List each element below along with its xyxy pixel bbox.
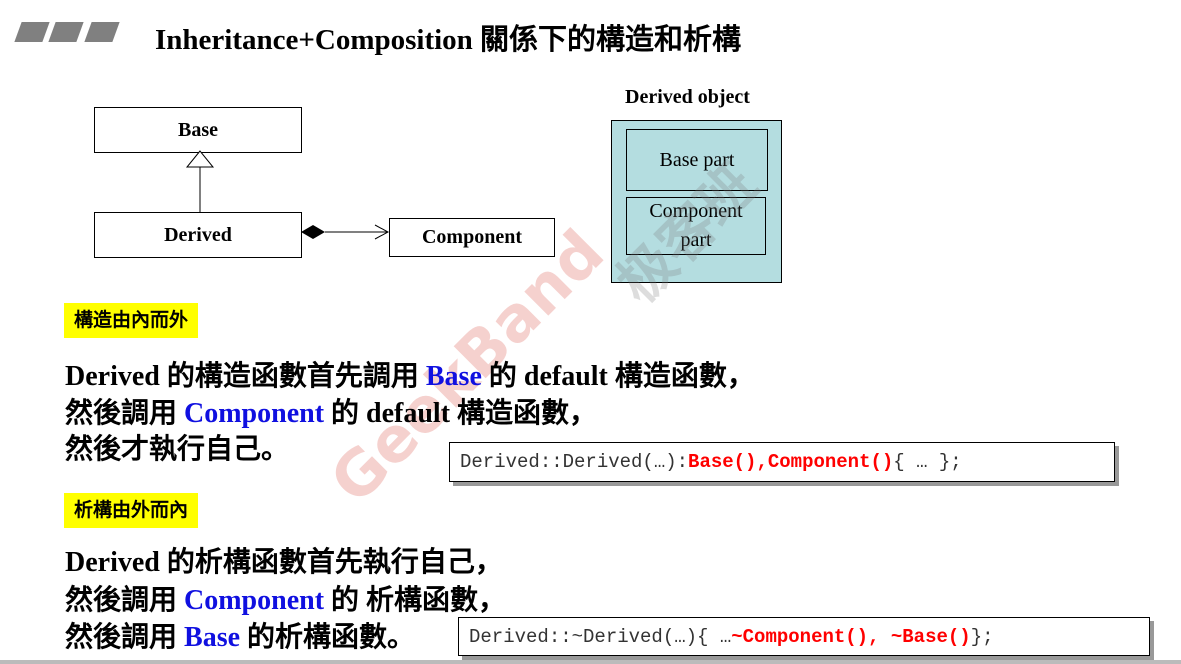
text: Derived — [65, 547, 160, 578]
construct-line-2: 然後調用 Component 的 default 構造函數， — [65, 391, 597, 431]
text: 的 default 構造函數， — [481, 361, 755, 392]
code-text: Derived::Derived(…): — [460, 451, 689, 473]
construct-line-1: Derived 的構造函數首先調用 Base 的 default 構造函數， — [65, 354, 755, 394]
text: 然後調用 — [65, 398, 185, 429]
uml-component-class: Component — [389, 218, 555, 257]
text: Derived — [65, 361, 160, 392]
derived-object — [611, 120, 782, 283]
uml-relations — [185, 150, 390, 240]
code-highlight: ~Component(), ~Base() — [731, 625, 971, 648]
keyword: Component — [184, 585, 325, 616]
slide-title: Inheritance+Composition 關係下的構造和析構 — [155, 24, 742, 56]
construct-line-3: 然後才執行自己。 — [65, 434, 290, 465]
keyword: Base — [184, 622, 241, 653]
keyword: Component — [184, 398, 325, 429]
text: 然後調用 — [65, 585, 185, 616]
text: 的 default 構造函數， — [324, 398, 598, 429]
uml-derived-class: Derived — [94, 212, 302, 258]
text: 的 析構函數， — [324, 585, 507, 616]
text: 然後調用 — [65, 622, 185, 653]
destructor-code: Derived::~Derived(…){ … ~Component(), ~B… — [458, 617, 1150, 656]
uml-base-class: Base — [94, 107, 302, 153]
code-text: Derived::~Derived(…){ … — [469, 625, 732, 648]
text: 的析構函數。 — [240, 622, 416, 653]
constructor-code: Derived::Derived(…): Base(),Component() … — [449, 442, 1115, 482]
destruct-line-2: 然後調用 Component 的 析構函數， — [65, 578, 506, 618]
slide-bottom-border — [0, 660, 1181, 664]
construct-tag: 構造由內而外 — [64, 303, 199, 338]
destruct-tag: 析構由外而內 — [64, 493, 199, 528]
destruct-line-1: Derived 的析構函數首先執行自己， — [65, 540, 503, 580]
code-text: }; — [970, 625, 994, 648]
base-part: Base part — [626, 129, 768, 191]
code-text: { … }; — [893, 451, 962, 473]
code-highlight: Base(),Component() — [688, 451, 894, 473]
inheritance-arrow-icon — [185, 150, 215, 168]
component-part: Component part — [626, 197, 766, 255]
keyword: Base — [425, 361, 482, 392]
text: 的構造函數首先調用 — [159, 361, 426, 392]
derived-object-label: Derived object — [625, 86, 750, 108]
composition-arrow-icon — [374, 224, 390, 240]
text: 的析構函數首先執行自己， — [159, 547, 503, 578]
composition-diamond-icon — [301, 225, 325, 239]
destruct-line-3: 然後調用 Base 的析構函數。 — [65, 615, 415, 655]
